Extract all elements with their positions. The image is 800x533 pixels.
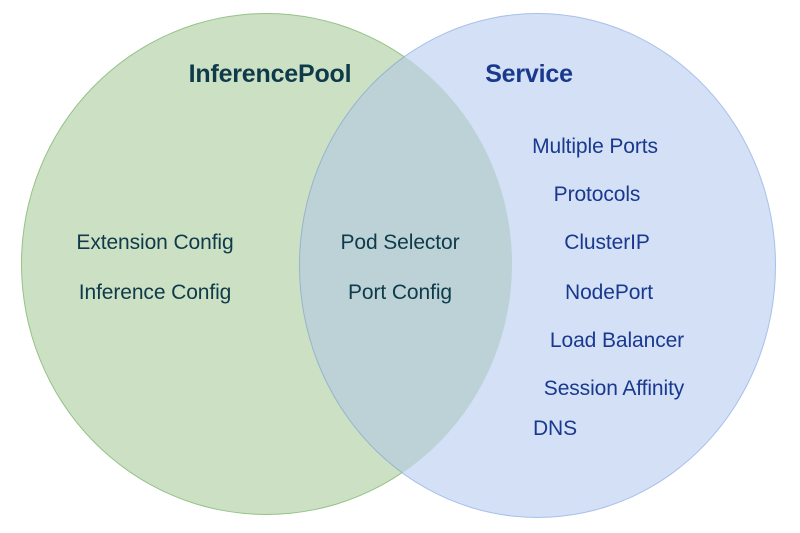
service-item-multiple-ports: Multiple Ports: [532, 135, 658, 158]
service-item-load-balancer: Load Balancer: [549, 329, 685, 352]
service-item-clusterip: ClusterIP: [564, 231, 650, 254]
service-item-session-affinity: Session Affinity: [543, 377, 685, 400]
inferencepool-title: InferencePool: [188, 60, 352, 88]
inferencepool-item-extension-config: Extension Config: [76, 231, 234, 254]
inferencepool-item-inference-config: Inference Config: [78, 281, 232, 304]
intersection-item-pod-selector: Pod Selector: [340, 231, 460, 254]
service-item-dns: DNS: [532, 417, 578, 440]
service-item-protocols: Protocols: [553, 183, 641, 206]
service-item-nodeport: NodePort: [565, 281, 653, 304]
service-title: Service: [485, 60, 573, 88]
intersection-item-port-config: Port Config: [348, 281, 452, 304]
service-circle: [299, 13, 776, 518]
